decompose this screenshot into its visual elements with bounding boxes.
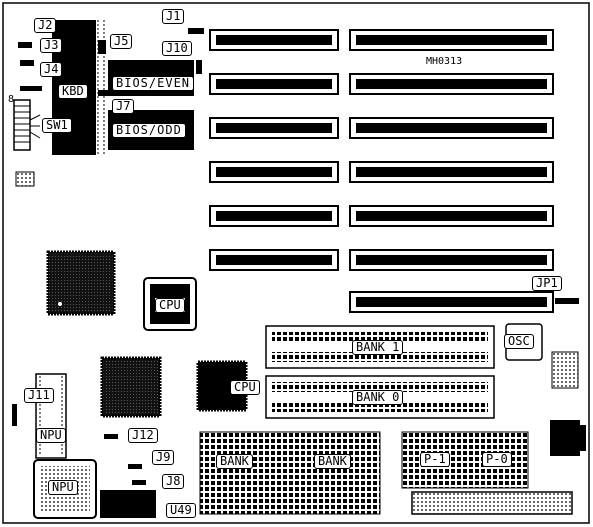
chipset-center	[100, 356, 162, 418]
chipset-large-left	[46, 250, 116, 316]
u49-chip	[100, 490, 156, 518]
label-j1: J1	[162, 9, 185, 24]
label-osc: OSC	[504, 334, 534, 349]
label-j8: J8	[162, 474, 185, 489]
label-j11: J11	[24, 388, 54, 403]
expansion-slots-left	[209, 29, 339, 271]
expansion-slots-right	[349, 29, 554, 313]
board-id: MH0313	[426, 56, 463, 67]
label-j9: J9	[152, 450, 175, 465]
small-grid-component	[15, 171, 35, 187]
label-sw1: SW1	[42, 118, 72, 133]
jumper-blocks	[18, 28, 579, 304]
simm-banks	[265, 325, 495, 419]
label-npu-long: NPU	[36, 428, 66, 443]
npu-socket-long	[35, 373, 67, 459]
label-kbd: KBD	[58, 84, 88, 99]
label-npu-square: NPU	[48, 480, 78, 495]
label-bank-1: BANK 1	[352, 340, 404, 355]
label-j10: J10	[162, 41, 192, 56]
small-grid-right	[551, 351, 579, 389]
label-cpu-lower: CPU	[230, 380, 260, 395]
label-p0: P-0	[482, 452, 512, 467]
bottom-connector	[411, 491, 573, 515]
label-bios-even: BIOS/EVEN	[112, 76, 195, 91]
switch-pin-number: 8	[8, 94, 15, 105]
label-jp1: JP1	[532, 276, 562, 291]
label-u49: U49	[166, 503, 196, 518]
label-bank-b: BANK	[314, 454, 351, 469]
label-cpu-upper: CPU	[155, 298, 185, 313]
label-j12: J12	[128, 428, 158, 443]
label-p1: P-1	[420, 452, 450, 467]
lower-jumpers	[12, 404, 146, 485]
label-bios-odd: BIOS/ODD	[112, 123, 186, 138]
sw1-dip-switch	[13, 99, 41, 151]
label-j3: J3	[40, 38, 63, 53]
label-bank-a: BANK	[216, 454, 253, 469]
label-bank-0: BANK 0	[352, 390, 404, 405]
label-j5: J5	[110, 34, 133, 49]
dip-memory-banks	[199, 431, 529, 515]
label-j4: J4	[40, 62, 63, 77]
label-j2: J2	[34, 18, 57, 33]
label-j7: J7	[112, 99, 135, 114]
keyboard-connector	[550, 420, 586, 456]
pin-strip-kbd	[97, 20, 105, 155]
